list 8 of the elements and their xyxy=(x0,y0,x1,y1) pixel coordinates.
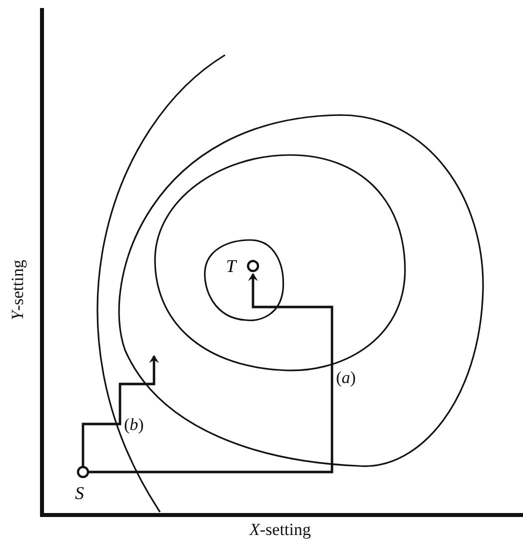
axis-title: X-setting xyxy=(250,520,311,540)
edge-label: (b) xyxy=(124,415,144,435)
edge-label: (a) xyxy=(336,368,356,388)
point-label: T xyxy=(226,257,236,275)
arrow xyxy=(82,355,159,467)
axis-title: Y-setting xyxy=(8,260,28,320)
arrow xyxy=(88,273,334,474)
point-label: S xyxy=(75,484,84,502)
